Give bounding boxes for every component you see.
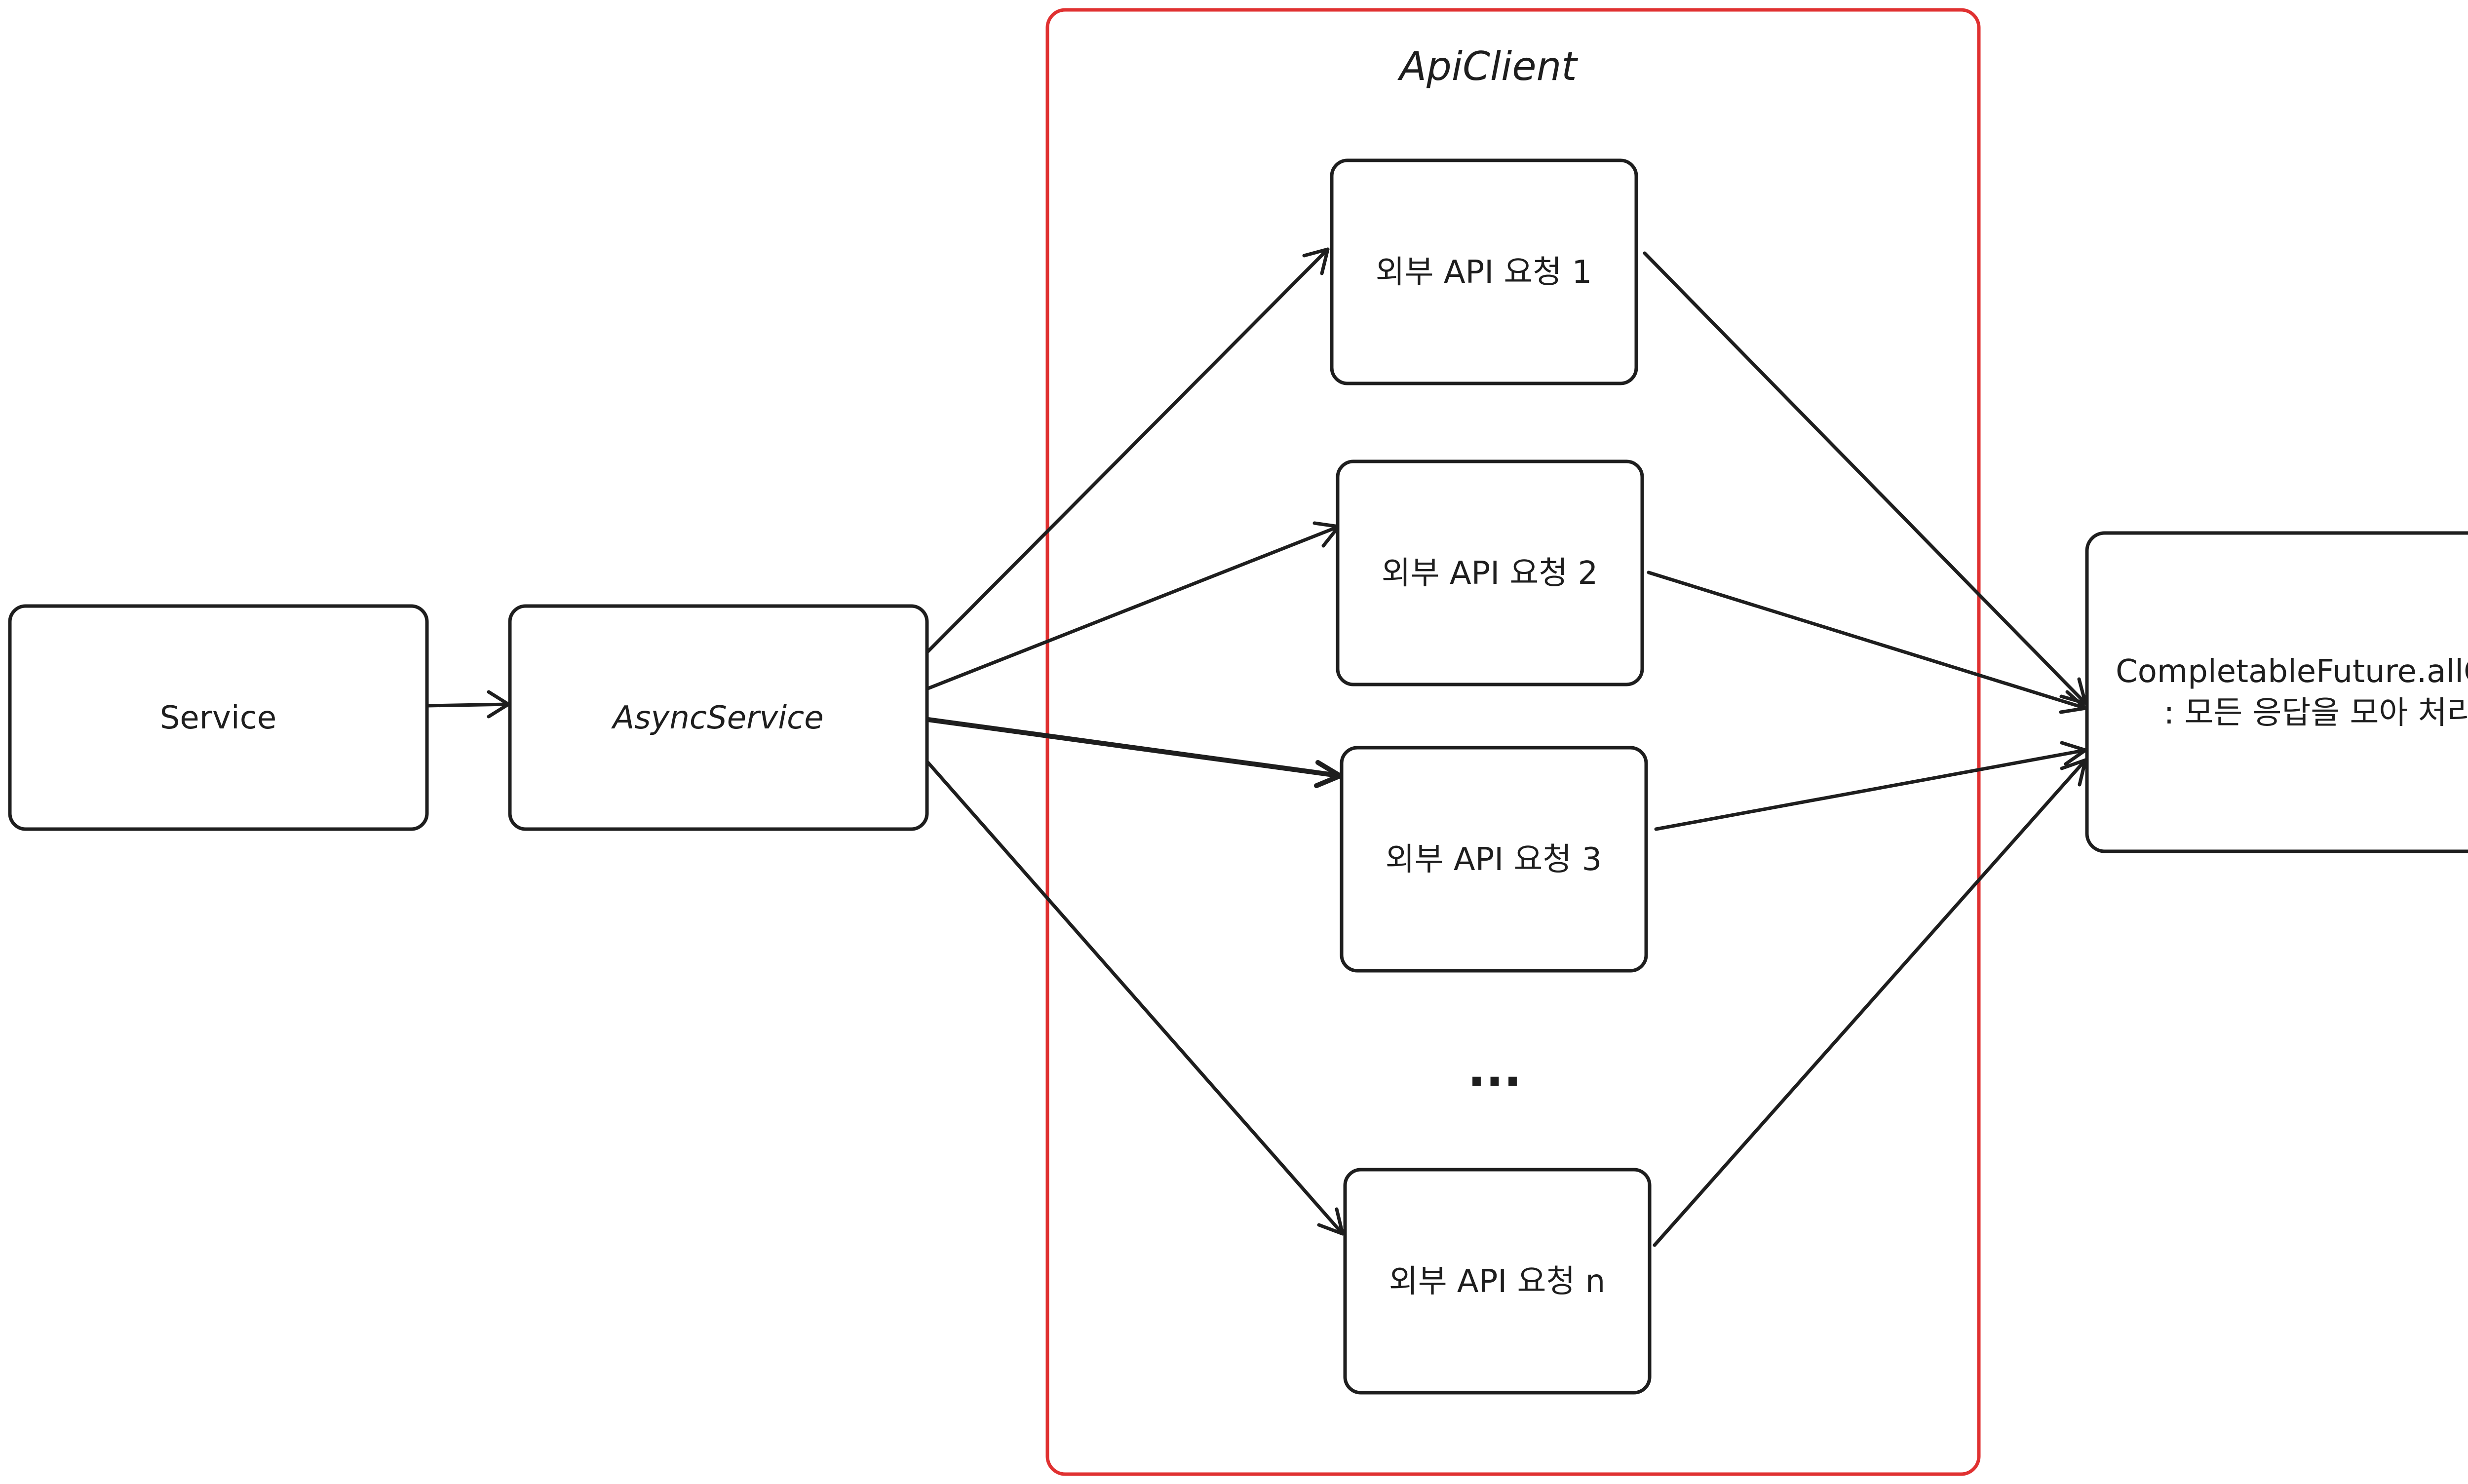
node-api-request-2-label: 외부 API 요청 2 <box>1382 555 1598 592</box>
edge-asyncservice-to-api-2 <box>926 525 1341 690</box>
node-api-request-3-label: 외부 API 요청 3 <box>1386 841 1602 878</box>
edge-asyncservice-to-api-1 <box>926 247 1330 653</box>
node-service-label: Service <box>160 700 277 736</box>
edge-api-1-to-allof <box>1643 251 2087 705</box>
node-service: Service <box>8 604 429 831</box>
node-api-request-1-label: 외부 API 요청 1 <box>1376 254 1592 291</box>
node-api-request-2: 외부 API 요청 2 <box>1336 459 1644 686</box>
node-api-request-3: 외부 API 요청 3 <box>1340 746 1648 973</box>
ellipsis-more-requests: ... <box>1467 1042 1521 1097</box>
edge-arrowhead <box>1302 247 1330 275</box>
node-api-request-n: 외부 API 요청 n <box>1343 1168 1652 1395</box>
apiclient-group-box <box>1045 8 1981 1476</box>
node-api-request-1: 외부 API 요청 1 <box>1330 158 1638 385</box>
apiclient-group-title: ApiClient <box>1397 43 1578 89</box>
edge-service-to-asyncservice <box>425 702 510 708</box>
node-api-request-n-label: 외부 API 요청 n <box>1389 1263 1605 1300</box>
edge-asyncservice-to-api-n <box>926 761 1345 1236</box>
edges <box>425 247 2087 1247</box>
node-completable-future-allof: CompletableFuture.allOf() : 모든 응답을 모아 처리 <box>2085 531 2468 853</box>
edge-arrowhead <box>1317 1207 1345 1236</box>
node-async-service: AsyncService <box>508 604 929 831</box>
edge-api-3-to-allof <box>1654 748 2087 831</box>
node-async-service-label: AsyncService <box>611 700 823 736</box>
edge-api-2-to-allof <box>1647 571 2087 710</box>
edge-api-n-to-allof <box>1653 758 2087 1247</box>
edge-asyncservice-to-api-3 <box>926 717 1343 778</box>
node-allof-label-line2: : 모든 응답을 모아 처리 <box>2164 695 2468 731</box>
node-allof-label-line1: CompletableFuture.allOf() <box>2116 653 2468 690</box>
